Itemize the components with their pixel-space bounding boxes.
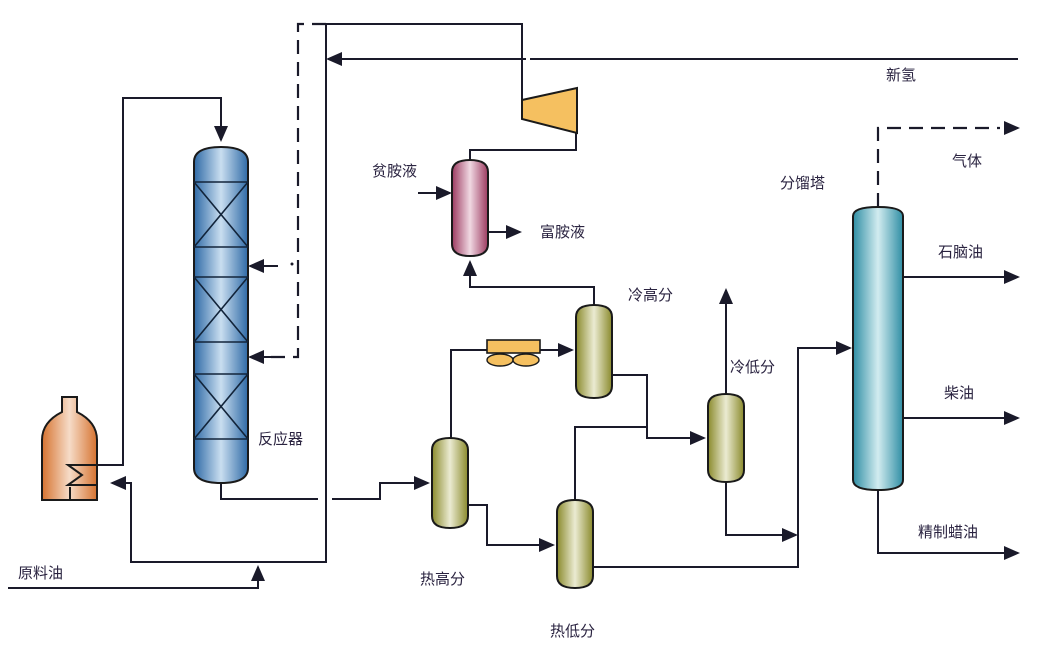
air-cooler-icon: [486, 339, 541, 367]
amine-absorber-icon: [451, 158, 489, 258]
catalyst-bed: [193, 181, 249, 248]
refined-wax-oil-label: 精制蜡油: [918, 523, 978, 541]
quench-dot: [290, 262, 294, 266]
hot-hp-separator-icon: [431, 436, 469, 530]
diesel-label: 柴油: [944, 384, 974, 402]
fractionator-column-icon: [852, 205, 904, 492]
catalyst-bed: [193, 373, 249, 440]
gas-line: [876, 126, 1000, 207]
naphtha-label: 石脑油: [938, 243, 983, 261]
hot-hp-liquid-line: [468, 504, 555, 552]
feed-oil-label: 原料油: [18, 564, 63, 582]
compressor-icon: [521, 86, 578, 135]
cold-lp-separator-label: 冷低分: [730, 358, 775, 376]
hot-lp-vapor-line: [574, 426, 647, 500]
furnace-coil-icon: [64, 464, 97, 486]
cold-hp-separator-icon: [575, 303, 613, 400]
reactor-effluent-line-2: [332, 476, 430, 500]
lean-amine-label: 贫胺液: [372, 162, 417, 180]
hot-lp-liquid-line: [593, 341, 852, 568]
furnace-to-reactor-line: [97, 97, 228, 466]
cold-lp-liquid-line: [725, 482, 798, 542]
reactor-label: 反应器: [258, 430, 303, 448]
hot-lp-separator-label: 热低分: [550, 622, 595, 640]
cold-hp-separator-label: 冷高分: [628, 286, 673, 304]
cold-hp-vapor-line: [463, 260, 595, 305]
rich-amine-label: 富胺液: [540, 223, 585, 241]
catalyst-bed: [193, 276, 249, 343]
gas-label: 气体: [952, 152, 982, 170]
fresh-hydrogen-label: 新氢: [886, 66, 916, 84]
reactor-effluent-line: [220, 483, 318, 500]
refined-wax-oil-line: [877, 490, 1020, 560]
recycle-hydrogen-line: [110, 23, 523, 563]
heating-furnace-icon: [41, 396, 98, 501]
cold-hp-liquid-line: [612, 374, 706, 445]
absorber-to-compressor-line: [469, 130, 577, 160]
hot-lp-separator-icon: [556, 498, 594, 590]
fractionator-label: 分馏塔: [780, 174, 825, 192]
cold-lp-separator-icon: [707, 392, 745, 484]
reactor-column-icon: [193, 145, 249, 485]
hot-hp-separator-label: 热高分: [420, 570, 465, 588]
quench-hydrogen-line: [268, 22, 326, 359]
feed-oil-line: [8, 565, 265, 589]
